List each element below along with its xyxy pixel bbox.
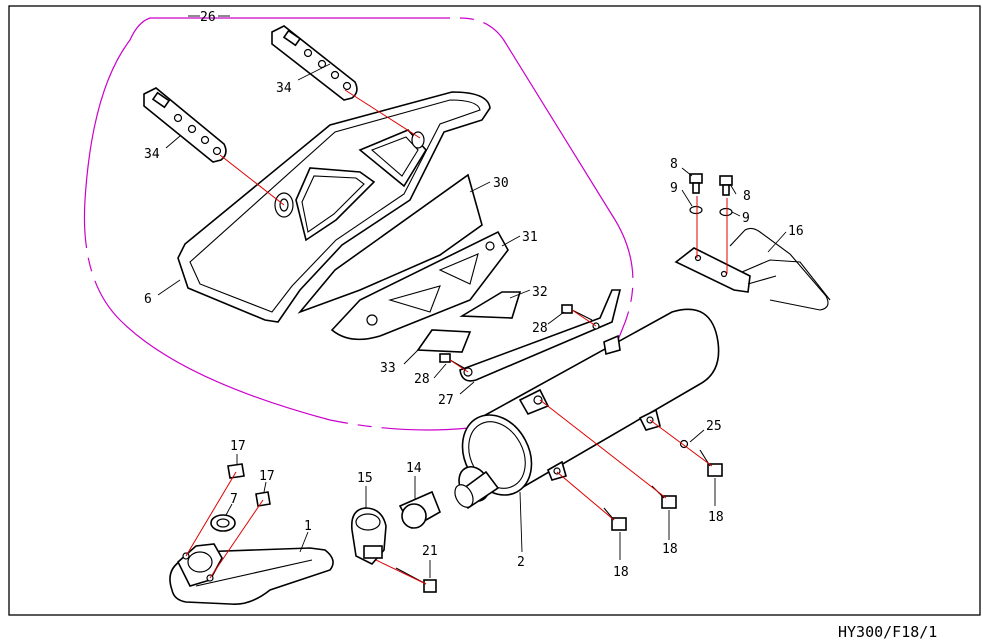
bolt-8-left [689,173,703,194]
bolt-18-middle [651,485,677,509]
callout-16: 16 [788,224,804,239]
heat-shield-group-outline [83,17,634,431]
callout-14: 14 [406,461,422,476]
nut-17-right [255,491,271,507]
callout-27: 27 [438,393,454,408]
figure-reference-code: HY300/F18/1 [838,623,937,641]
callout-28: 28 [532,321,548,336]
callout-2: 2 [517,555,525,570]
leader-lines [157,15,787,578]
callout-28: 28 [414,372,430,387]
bolt-28-upper [561,304,593,321]
callout-18: 18 [613,565,629,580]
muffler-mount-bracket [674,227,831,311]
heat-shield-cover [177,91,491,323]
callout-15: 15 [357,471,373,486]
callout-18: 18 [662,542,678,557]
heat-shield-plate-33 [416,329,472,353]
callout-32: 32 [532,285,548,300]
callout-17: 17 [230,439,246,454]
nut-17-left [227,463,245,479]
callout-17: 17 [259,469,275,484]
callout-26: 26 [200,10,216,25]
callout-7: 7 [230,492,238,507]
gasket-7 [210,514,236,532]
callout-31: 31 [522,230,538,245]
exhaust-pipe [169,543,334,606]
callout-9: 9 [742,211,750,226]
washer-9-right [719,207,733,217]
gasket-strip-lower [143,87,227,163]
heat-shield-plate-30 [297,173,483,314]
callout-30: 30 [493,176,509,191]
diagram-frame [8,5,981,616]
callout-34: 34 [144,147,160,162]
pipe-clamp [350,507,387,565]
assembly-lines [185,89,728,585]
exhaust-sleeve [398,490,442,530]
bolt-18-right [699,449,723,477]
washer-25 [679,439,689,449]
washer-9-left [689,205,703,215]
callout-34: 34 [276,81,292,96]
callout-8: 8 [743,189,751,204]
heat-shield-plate-32 [459,291,522,319]
callout-25: 25 [706,419,722,434]
callout-18: 18 [708,510,724,525]
muffler-body [454,308,720,510]
callout-21: 21 [422,544,438,559]
callout-9: 9 [670,181,678,196]
heat-shield-plate-31 [330,230,509,341]
callout-33: 33 [380,361,396,376]
callout-1: 1 [304,519,312,534]
callout-8: 8 [670,157,678,172]
bolt-21 [395,567,437,593]
bolt-18-left [603,507,627,531]
bolt-8-right [719,175,733,196]
callout-6: 6 [144,292,152,307]
